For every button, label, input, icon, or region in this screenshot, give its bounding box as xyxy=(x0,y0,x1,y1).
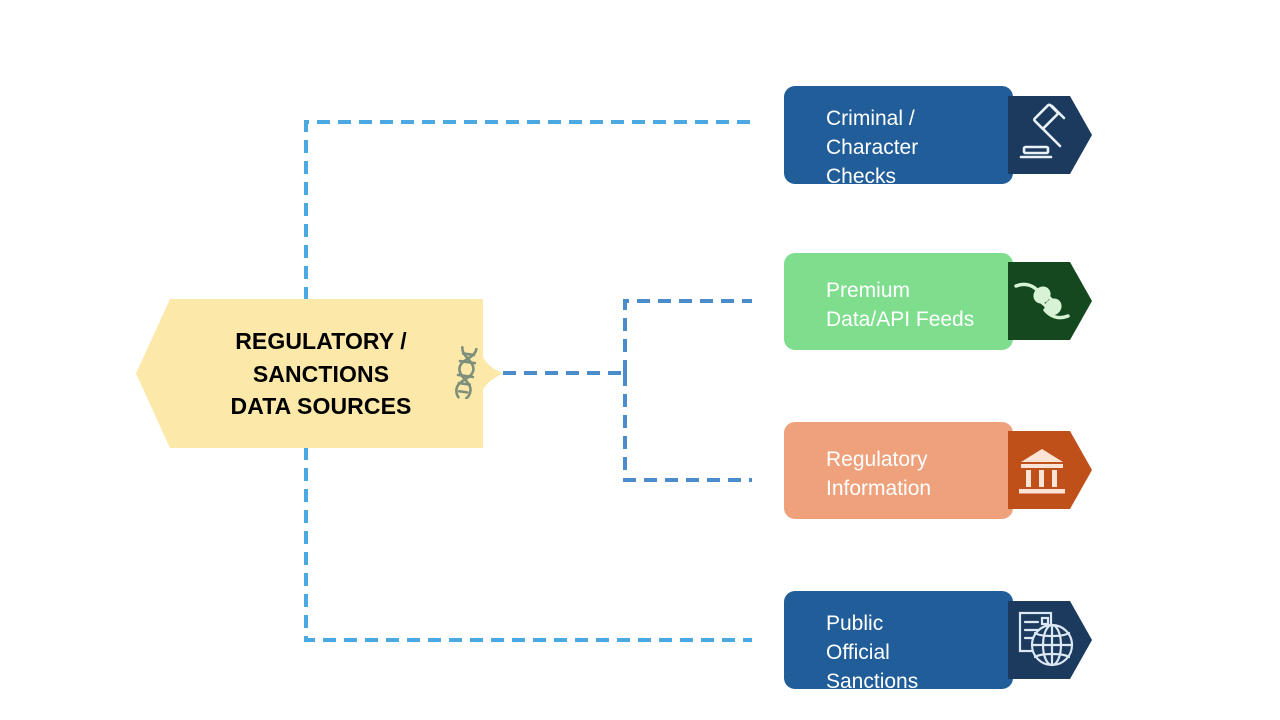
connector-to-criminal-character-checks xyxy=(304,120,752,300)
connector-to-regulatory-information xyxy=(623,373,752,482)
globe-document-icon xyxy=(1018,611,1074,667)
card-label-regulatory-information: Regulatory Information xyxy=(826,448,932,500)
hexagon-shape xyxy=(1008,431,1092,509)
badge-premium-data-api-feeds[interactable] xyxy=(1008,262,1092,340)
gavel-icon xyxy=(1019,103,1066,159)
connector-to-premium-data-api-feeds xyxy=(623,299,752,373)
hub-label: REGULATORY / SANCTIONS DATA SOURCES xyxy=(230,328,412,420)
plug-connector-icon xyxy=(1014,282,1070,320)
card-label-premium-data-api-feeds: Premium Data/API Feeds xyxy=(826,279,975,331)
dna-helix-icon xyxy=(455,345,478,399)
hub-shape[interactable]: REGULATORY / SANCTIONS DATA SOURCES xyxy=(136,299,504,448)
card-criminal-character-checks[interactable]: Criminal / Character Checks xyxy=(784,86,1013,188)
card-label-criminal-character-checks: Criminal / Character Checks xyxy=(826,107,919,188)
card-regulatory-information[interactable]: Regulatory Information xyxy=(784,422,1013,519)
card-label-public-official-sanctions: Public Official Sanctions xyxy=(826,612,919,693)
badge-criminal-character-checks[interactable] xyxy=(1008,96,1092,174)
connector-to-public-official-sanctions xyxy=(304,447,752,642)
hub-chevron-path xyxy=(136,299,503,448)
card-public-official-sanctions[interactable]: Public Official Sanctions xyxy=(784,591,1013,693)
badge-public-official-sanctions[interactable] xyxy=(1008,601,1092,679)
bank-institution-icon xyxy=(1019,449,1065,494)
badge-regulatory-information[interactable] xyxy=(1008,431,1092,509)
card-premium-data-api-feeds[interactable]: Premium Data/API Feeds xyxy=(784,253,1013,350)
